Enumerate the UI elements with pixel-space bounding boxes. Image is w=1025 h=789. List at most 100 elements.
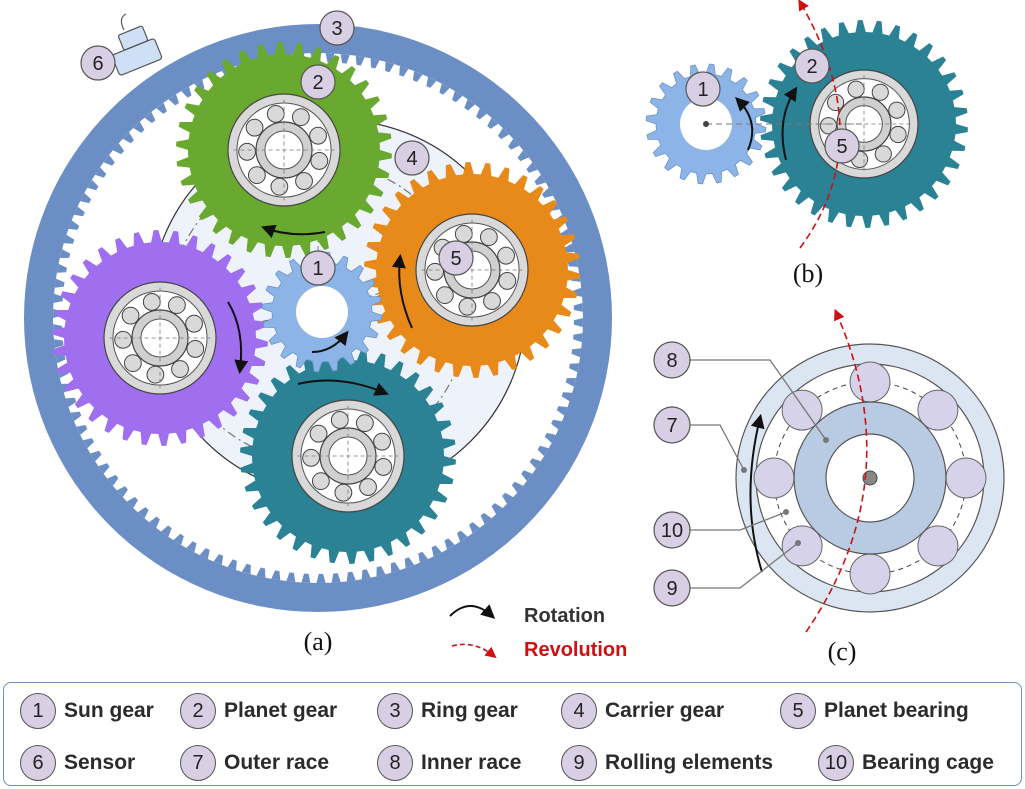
- planet-bearing-roller: [847, 80, 865, 98]
- ring-gear-tooth: [346, 571, 356, 582]
- ring-gear-tooth: [511, 481, 524, 493]
- ring-gear-tooth: [542, 187, 554, 198]
- planet-bearing-roller: [171, 360, 189, 378]
- ring-gear-tooth: [87, 179, 99, 191]
- ring-gear-tooth: [168, 94, 179, 106]
- ring-gear-tooth: [544, 432, 556, 443]
- legend-badge: 6: [20, 745, 56, 781]
- planet-bearing-roller: [435, 286, 454, 305]
- ring-gear-tooth: [95, 167, 107, 178]
- legend-item-sensor: 6 Sensor: [20, 745, 135, 781]
- legend-label: Rolling elements: [605, 751, 774, 774]
- ring-gear-tooth: [107, 474, 119, 486]
- legend-item-carrier-gear: 4 Carrier gear: [561, 693, 724, 729]
- rotation-arrow: [311, 330, 349, 353]
- legend-badge: 5: [780, 693, 816, 729]
- legend-label: Inner race: [421, 751, 522, 774]
- ring-gear-tooth: [256, 567, 266, 578]
- marker-bearing-cage: 10: [653, 511, 691, 549]
- planet-bearing-roller: [483, 292, 501, 310]
- marker-planet-bearing: 5: [824, 128, 860, 164]
- ring-gear-tooth: [426, 76, 437, 88]
- planet-bearing-roller: [479, 228, 498, 247]
- svg-text:3: 3: [331, 18, 342, 40]
- bearing-center: [862, 470, 878, 486]
- planet-bearing-roller: [874, 145, 892, 163]
- rolling-element: [753, 457, 795, 499]
- ring-gear-tooth: [491, 503, 503, 515]
- ring-gear-tooth: [439, 83, 450, 95]
- planet-bearing-roller: [889, 125, 907, 144]
- marker-sun-gear: 1: [300, 250, 336, 286]
- planet-bearing-roller: [374, 458, 393, 476]
- ring-gear-tooth: [551, 419, 563, 430]
- svg-text:9: 9: [666, 578, 677, 600]
- planet-bearing-roller: [454, 225, 473, 243]
- revolution-legend-arrow: [451, 643, 497, 659]
- ring-gear-tooth: [567, 258, 578, 267]
- ring-gear-tooth: [571, 348, 582, 358]
- legend-badge: 1: [20, 693, 56, 729]
- ring-gear-tooth: [452, 91, 463, 103]
- ring-gear-tooth: [73, 206, 85, 217]
- ring-gear-tooth: [82, 438, 94, 449]
- rolling-element: [917, 525, 959, 567]
- ring-gear-tooth: [404, 557, 415, 569]
- marker-planet-gear: 2: [300, 64, 336, 100]
- planet-bearing-roller: [238, 142, 256, 161]
- ring-gear-tooth: [186, 541, 197, 553]
- ring-gear-tooth: [537, 445, 549, 457]
- revolution-legend-label: Revolution: [524, 639, 627, 661]
- ring-gear-tooth: [144, 111, 156, 124]
- ring-gear-tooth: [133, 121, 145, 133]
- rolling-element: [917, 389, 959, 431]
- legend-label: Sensor: [64, 751, 136, 774]
- legend-label: Bearing cage: [862, 751, 994, 774]
- planet-bearing-roller: [458, 297, 477, 316]
- planet-bearing-roller: [114, 330, 132, 349]
- ring-gear-tooth: [56, 263, 67, 273]
- rotation-arrow: [227, 301, 249, 375]
- ring-gear-tooth: [361, 569, 371, 580]
- ring-gear-tooth: [399, 66, 409, 77]
- ring-gear-tooth: [573, 302, 583, 312]
- legend-badge: 2: [180, 693, 216, 729]
- legend-item-ring-gear: 3 Ring gear: [377, 693, 518, 729]
- ring-gear-tooth: [149, 516, 160, 528]
- planet-bearing-roller: [121, 306, 140, 325]
- marker-sensor: 6: [80, 45, 116, 81]
- ring-gear-tooth: [213, 554, 224, 565]
- ring-gear-tooth: [464, 99, 475, 111]
- ring-gear-tooth: [498, 128, 510, 140]
- rotation-arrow: [391, 253, 413, 329]
- legend-label: Planet bearing: [824, 699, 969, 722]
- ring-gear-tooth: [469, 522, 480, 534]
- marker-planet-bearing: 5: [438, 240, 474, 276]
- svg-text:8: 8: [666, 350, 677, 372]
- ring-gear-tooth: [126, 496, 138, 508]
- planet-gear-teal: [760, 20, 968, 228]
- ring-gear-tooth: [480, 512, 492, 525]
- panel-a: 6 3 2 4 5 1 (a): [24, 10, 612, 656]
- legend-item-outer-race: 7 Outer race: [180, 745, 329, 781]
- legend-badge: 7: [180, 745, 216, 781]
- marker-ring-gear: 3: [319, 10, 355, 46]
- ring-gear-tooth: [517, 150, 529, 162]
- legend-label: Carrier gear: [605, 699, 725, 722]
- rotation-arrow: [261, 224, 326, 238]
- ring-gear-tooth: [418, 551, 429, 563]
- planet-bearing-roller: [266, 105, 285, 123]
- ring-gear-tooth: [53, 339, 64, 349]
- planet-bearing-roller: [146, 365, 165, 384]
- panel-label-c: (c): [828, 637, 857, 666]
- rotation-legend-label: Rotation: [524, 605, 605, 627]
- planet-bearing-roller: [302, 448, 320, 467]
- ring-gear-tooth: [331, 573, 341, 583]
- planet-bearing-roller: [291, 108, 310, 127]
- planet-bearing-roller: [311, 472, 330, 491]
- ring-gear-tooth: [161, 525, 172, 537]
- legend-badge: 3: [377, 693, 413, 729]
- ring-gear-tooth: [385, 61, 395, 73]
- ring-gear-tooth: [286, 572, 296, 582]
- ring-gear-tooth: [98, 463, 110, 474]
